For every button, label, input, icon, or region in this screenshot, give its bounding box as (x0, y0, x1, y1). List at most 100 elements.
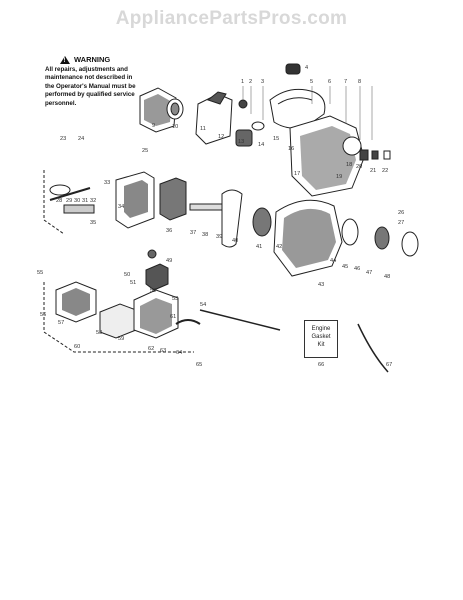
callout: 67 (386, 362, 392, 368)
callout: 10 (172, 124, 178, 130)
callout: 18 (346, 162, 352, 168)
callout: 14 (258, 142, 264, 148)
callout: 31 (82, 198, 88, 204)
callout: 66 (318, 362, 324, 368)
callout: 45 (342, 264, 348, 270)
callout: 59 (118, 336, 124, 342)
warning-title: WARNING (74, 55, 111, 64)
warning-line: the Operator's Manual must be (45, 82, 136, 90)
callout: 52 (150, 288, 156, 294)
part-carburetor (235, 129, 253, 147)
part-flywheel (159, 177, 187, 221)
callout: 39 (216, 234, 222, 240)
callout: 2 (249, 79, 252, 85)
callout: 27 (398, 220, 404, 226)
callout: 30 (74, 198, 80, 204)
callout: 63 (160, 348, 166, 354)
callout: 32 (90, 198, 96, 204)
callout: 64 (176, 350, 182, 356)
callout: 26 (398, 210, 404, 216)
callout: 3 (261, 79, 264, 85)
part-clip (383, 150, 391, 160)
part-spark-plug (147, 249, 157, 259)
part-piston (145, 263, 169, 291)
callout: 24 (78, 136, 84, 142)
callout: 51 (130, 280, 136, 286)
callout: 29 (66, 198, 72, 204)
part-housing-shade (282, 208, 336, 268)
part-crank-weight (49, 184, 71, 196)
callout: 19 (336, 174, 342, 180)
callout: 49 (166, 258, 172, 264)
callout: 50 (124, 272, 130, 278)
part-clutch-cover (221, 189, 243, 248)
part-bushing-2 (371, 150, 379, 160)
callout: 15 (273, 136, 279, 142)
callout: 8 (358, 79, 361, 85)
callout: 44 (330, 258, 336, 264)
kit-line: Gasket (311, 334, 331, 340)
callout: 1 (241, 79, 244, 85)
part-engine-cover-shade (300, 126, 356, 190)
part-starter-pulley (341, 218, 359, 246)
group-outline-left (43, 170, 65, 235)
callout: 4 (305, 65, 308, 71)
callout: 57 (58, 320, 64, 326)
site-title: AppliancePartsPros.com (115, 8, 348, 29)
callout: 60 (74, 344, 80, 350)
part-filter-core (170, 102, 180, 116)
callout: 38 (202, 232, 208, 238)
callout: 16 (288, 146, 294, 152)
callout: 20 (356, 164, 362, 170)
part-crankshaft (49, 187, 91, 201)
callout: 5 (310, 79, 313, 85)
warning-heading: WARNING (60, 55, 145, 66)
callout: 41 (256, 244, 262, 250)
warning-line: performed by qualified service (45, 91, 135, 99)
part-cable-67 (357, 323, 389, 373)
callout: 6 (328, 79, 331, 85)
callout: 54 (200, 302, 206, 308)
callout: 35 (90, 220, 96, 226)
callout: 48 (384, 274, 390, 280)
callout: 17 (294, 171, 300, 177)
warning-line: personnel. (45, 99, 77, 107)
callout: 13 (238, 139, 244, 145)
callout: 21 (370, 168, 376, 174)
part-fuel-tank (269, 88, 326, 129)
warning-line: maintenance not described in (45, 74, 133, 82)
part-bushing (359, 149, 369, 161)
part-screw (238, 99, 248, 109)
callout: 40 (232, 238, 238, 244)
part-crankcase-shade (124, 180, 148, 218)
part-starter-cap (401, 231, 419, 257)
part-ignition (175, 319, 201, 325)
part-carb-detail (206, 91, 227, 105)
engine-gasket-kit-box: Engine Gasket Kit (304, 320, 338, 358)
part-oring (342, 136, 362, 156)
callouts: 1 2 3 4 5 6 7 8 9 10 11 12 13 14 15 16 1… (37, 65, 404, 368)
callout: 12 (218, 134, 224, 140)
callout: 47 (366, 270, 372, 276)
part-air-filter-cover-shade (144, 94, 172, 126)
callout: 33 (104, 180, 110, 186)
warning-line: All repairs, adjustments and (45, 65, 128, 73)
callout: 56 (40, 312, 46, 318)
part-clutch-drum (252, 207, 272, 237)
callout: 62 (148, 346, 154, 352)
part-bearing-set (63, 204, 95, 214)
callout: 53 (172, 296, 178, 302)
callout: 46 (354, 266, 360, 272)
part-muffler-shade (62, 288, 90, 316)
part-throttle-cable (199, 309, 281, 331)
callout: 11 (200, 126, 206, 132)
callout: 42 (276, 244, 282, 250)
callout: 34 (118, 204, 124, 210)
part-starter-spring (374, 226, 390, 250)
callout: 58 (96, 330, 102, 336)
callout: 36 (166, 228, 172, 234)
callout: 22 (382, 168, 388, 174)
part-fuel-tank-edge (277, 97, 313, 105)
